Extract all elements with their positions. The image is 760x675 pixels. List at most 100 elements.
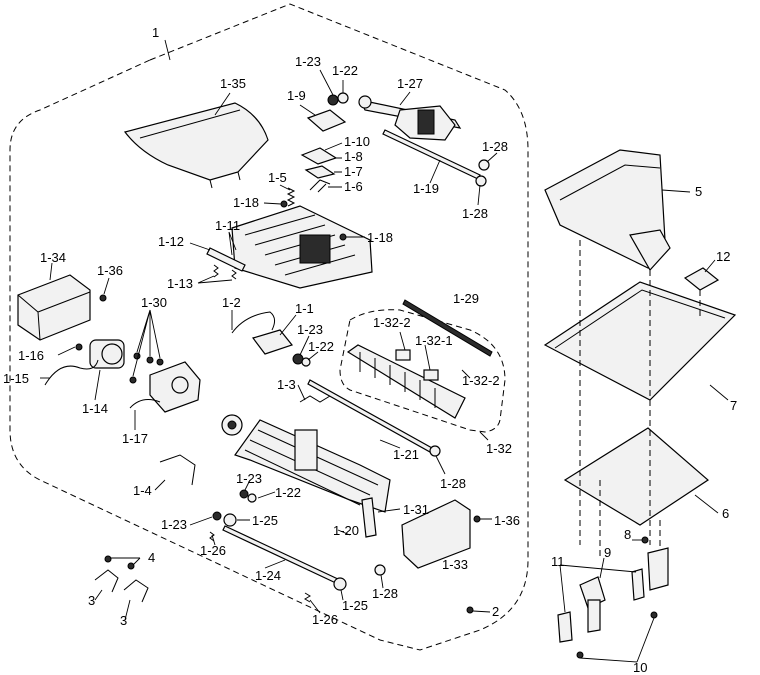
label-1-25-a: 1-25 [252,513,278,528]
label-1-9: 1-9 [287,88,306,103]
screw-1-18-b [339,233,347,241]
label-1-23-mid: 1-23 [297,322,323,337]
spring-plate-1-8 [300,147,338,165]
label-1-8: 1-8 [344,149,363,164]
cover-pad-6 [563,427,709,526]
gear-1-22-top [337,92,349,104]
pickup-roller-assembly [358,95,462,141]
part-labels: 1 1-35 1-23 1-22 1-27 1-9 1-10 1-8 1-7 1… [3,25,737,675]
tab-12 [683,267,720,291]
label-1-20: 1-20 [333,523,359,538]
label-1-33: 1-33 [442,557,468,572]
paper-guide-tray [206,205,373,289]
lever-1-31 [361,497,377,538]
label-2: 2 [492,604,499,619]
label-1-32-1: 1-32-1 [415,333,453,348]
top-cover-part [123,102,269,189]
bushing-1-23-low [239,489,249,499]
label-1-17: 1-17 [122,431,148,446]
label-1-13: 1-13 [167,276,193,291]
screw-1-18-a [280,200,288,208]
label-1-4: 1-4 [133,483,152,498]
label-1-36-b: 1-36 [494,513,520,528]
label-1-24: 1-24 [255,568,281,583]
label-1-15: 1-15 [3,371,29,386]
label-1-28-c: 1-28 [440,476,466,491]
screw-4-b [127,562,135,570]
side-cover-1-34 [17,274,91,341]
cable-1-15 [44,359,99,386]
label-1-12: 1-12 [158,234,184,249]
label-1-23-b: 1-23 [161,517,187,532]
cable-1-2 [231,311,276,334]
label-9: 9 [604,545,611,560]
gear-bracket-assembly [149,361,201,413]
label-10: 10 [633,660,647,675]
label-1-22-mid: 1-22 [308,339,334,354]
label-1-30: 1-30 [141,295,167,310]
bracket-1-4 [159,454,196,486]
gear-1-22-low [247,493,257,503]
hinge-9b [647,547,669,591]
label-1-16: 1-16 [18,348,44,363]
bracket-3-b [123,579,149,603]
label-1-7: 1-7 [344,164,363,179]
cable-1-17 [129,399,161,409]
label-1-31: 1-31 [403,502,429,517]
label-1-26-a: 1-26 [200,543,226,558]
spring-1-26-b [304,592,311,603]
label-1-34: 1-34 [40,250,66,265]
screw-8 [641,536,649,544]
label-1-27: 1-27 [397,76,423,91]
label-1-32-2-a: 1-32-2 [373,315,411,330]
spring-1-5 [286,187,296,207]
label-1-36-a: 1-36 [97,263,123,278]
screw-1-36-a [99,294,107,302]
label-3-b: 3 [120,613,127,628]
label-1-23-top: 1-23 [295,54,321,69]
hinge-11-a [557,611,573,643]
label-8: 8 [624,527,631,542]
screw-1-30-d [129,376,137,384]
label-1-25-b: 1-25 [342,598,368,613]
leader-lines [40,39,729,663]
label-1-18-b: 1-18 [367,230,393,245]
label-11: 11 [551,554,565,569]
label-1-28-d: 1-28 [372,586,398,601]
bushing-1-23-b [212,511,222,521]
label-sheet-part [306,109,347,132]
label-1-32-2-b: 1-32-2 [462,373,500,388]
assembly-1-32-boundary [339,309,506,433]
assembly-1-boundary [9,3,529,651]
hinge-11-b [631,568,645,601]
label-1-32: 1-32 [486,441,512,456]
screw-1-30-b [146,356,154,364]
label-1-26-b: 1-26 [312,612,338,627]
label-1-19: 1-19 [413,181,439,196]
label-1-1: 1-1 [295,301,314,316]
bushing-1-28-a [478,159,490,171]
screw-1-16 [75,343,83,351]
cover-1-33 [401,499,471,569]
label-1-14: 1-14 [82,401,108,416]
screw-4-a [104,555,112,563]
label-6: 6 [722,506,729,521]
motor-1-14 [89,339,125,369]
strip-1-29 [402,299,493,357]
label-1-22-top: 1-22 [332,63,358,78]
label-7: 7 [730,398,737,413]
bushing-1-28-d [374,564,386,576]
label-1-21: 1-21 [393,447,419,462]
label-1-2: 1-2 [222,295,241,310]
label-1-28-b: 1-28 [462,206,488,221]
label-1-6: 1-6 [344,179,363,194]
roller-1-32-1 [423,369,439,381]
label-3-a: 3 [88,593,95,608]
screw-1-36-b [473,515,481,523]
plate-1-7 [304,165,336,179]
label-1-11: 1-11 [215,218,240,233]
shaft-1-24 [222,525,341,585]
scanner-cover-5 [544,149,671,272]
screw-1-30-c [156,358,164,366]
